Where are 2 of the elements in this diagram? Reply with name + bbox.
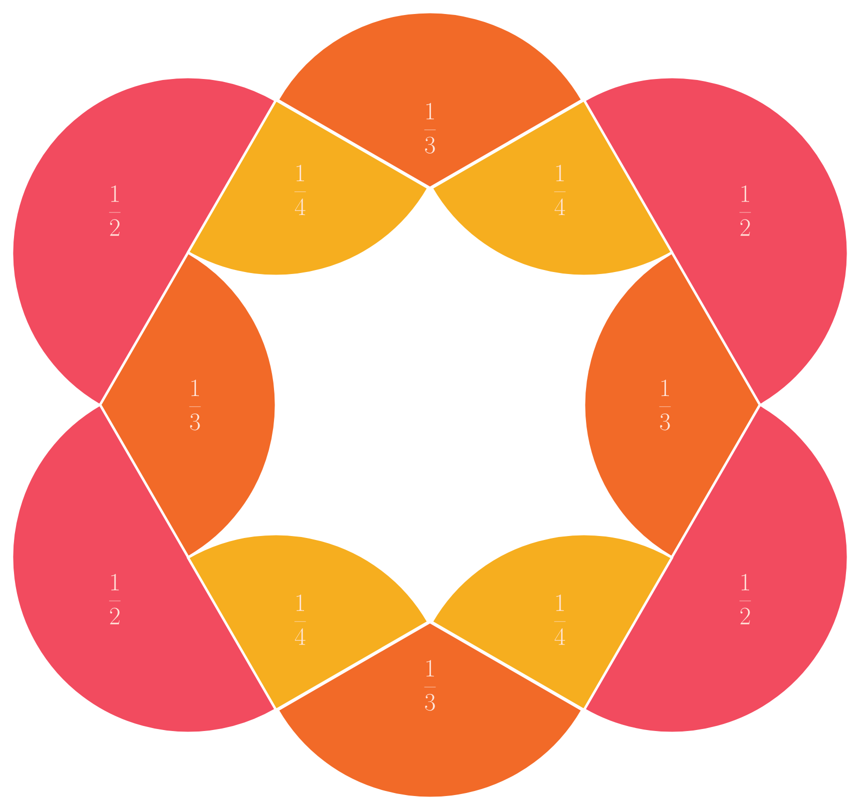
sector: $\frac{1}{3}$: [582, 251, 762, 559]
sector: $\frac{1}{3}$: [98, 251, 278, 559]
